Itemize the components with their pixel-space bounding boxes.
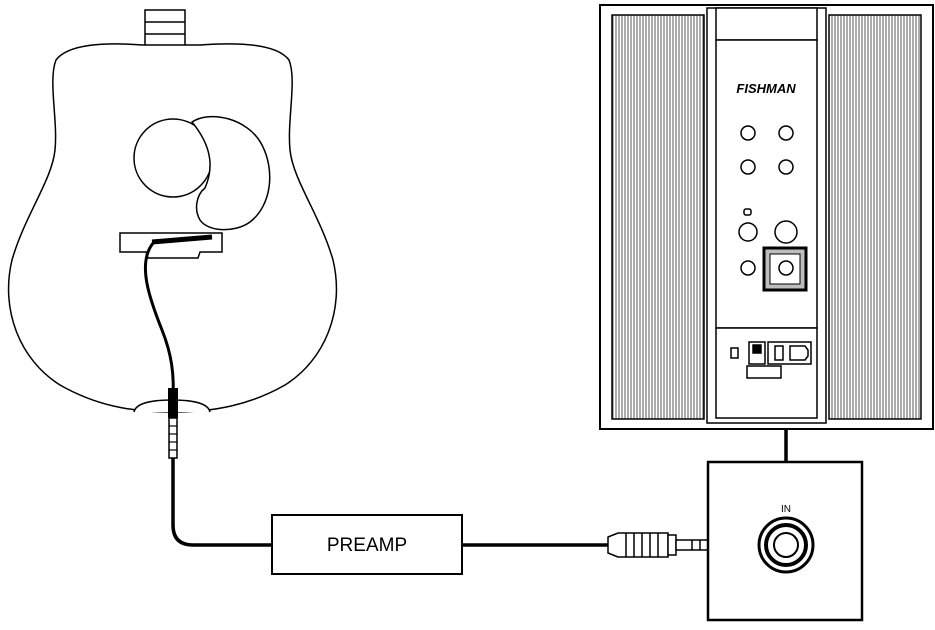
knob-7[interactable] [740, 260, 756, 276]
brand-logo: FISHMAN [736, 81, 796, 96]
knob-6[interactable] [774, 220, 798, 244]
knob-2[interactable] [778, 125, 794, 141]
preamp-label: PREAMP [327, 535, 407, 556]
knob-4[interactable] [778, 159, 794, 175]
amp-bottom-controls [730, 341, 812, 379]
input-jack-panel: IN [706, 460, 864, 622]
guitar-body [7, 43, 338, 413]
input-jack-icon [757, 516, 815, 574]
preamp-box: PREAMP [271, 514, 463, 575]
left-speaker-grille [611, 14, 705, 420]
input-label: IN [781, 504, 791, 515]
amp-knobs [738, 125, 798, 276]
indicator-led [743, 208, 752, 216]
saddle-pickup [151, 234, 213, 245]
endpin-jack [168, 388, 178, 459]
amp-input-jack[interactable] [762, 246, 808, 292]
acoustic-guitar [7, 9, 338, 413]
knob-5[interactable] [738, 222, 758, 242]
label-plate [746, 365, 782, 379]
pickup-cable [144, 240, 175, 396]
right-speaker-grille [828, 14, 922, 420]
small-switch[interactable] [730, 347, 739, 359]
guitar-to-preamp-cable [171, 458, 272, 547]
knob-1[interactable] [740, 125, 756, 141]
knob-3[interactable] [740, 159, 756, 175]
pickguard [190, 115, 271, 231]
